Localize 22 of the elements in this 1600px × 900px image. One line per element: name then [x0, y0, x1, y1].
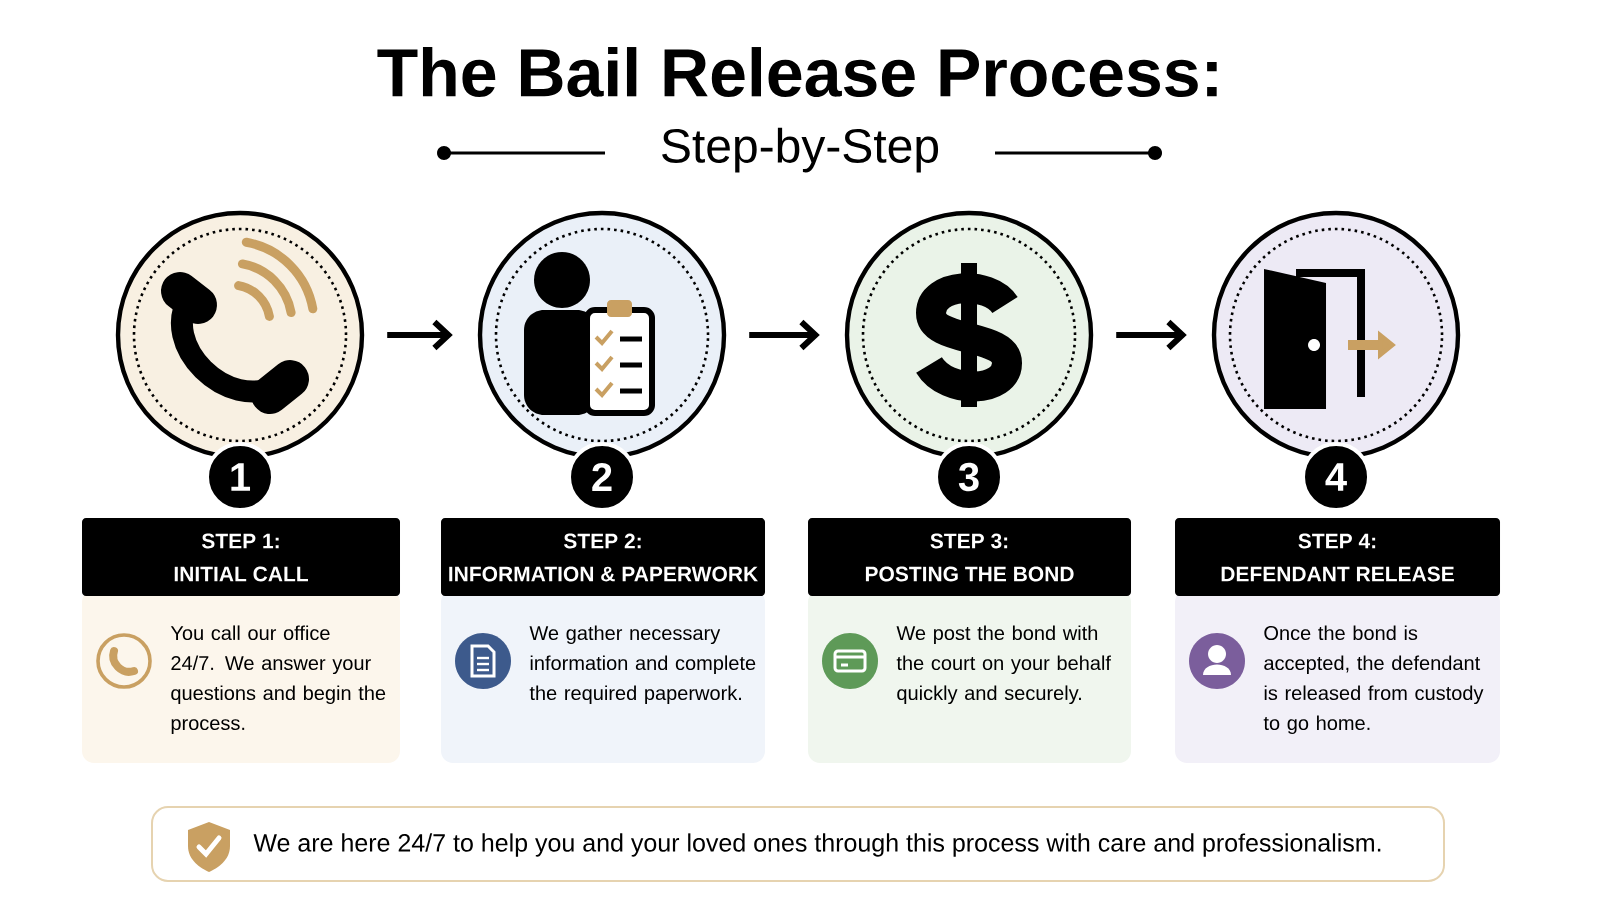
note-banner: We are here 24/7 to help you and your loved ones through this process with care and professionalism.: [151, 806, 1445, 882]
arrow: [1116, 319, 1187, 351]
node-label: STEP 4:: [1298, 533, 1376, 549]
node-label: STEP 3:: [930, 533, 1008, 549]
subtitle: Step-by-Step: [662, 127, 939, 173]
number-badge: 2: [567, 442, 637, 512]
node-label: DEFENDANT RELEASE: [1221, 566, 1454, 582]
arrow: [749, 319, 820, 351]
number-badge: 1: [205, 442, 275, 512]
step-card: STEP 3: POSTING THE BOND We post the bond with the court on your behalf quickly and securely.: [808, 518, 1131, 763]
step-card: STEP 4: DEFENDANT RELEASE Once the bond is accepted, the defendant is released from custody to go home.: [1175, 518, 1500, 763]
node-label: STEP 1:: [201, 533, 279, 549]
node-label: STEP 2:: [563, 533, 641, 549]
node-label: POSTING THE BOND: [865, 566, 1074, 582]
number-badge: 3: [934, 442, 1004, 512]
number-badge: 4: [1301, 442, 1371, 512]
title: The Bail Release Process:: [377, 47, 1217, 97]
node-label: INITIAL CALL: [174, 566, 308, 582]
arrow: [387, 319, 453, 351]
node-label: INFORMATION & PAPERWORK: [449, 566, 758, 582]
step-card: STEP 2: INFORMATION & PAPERWORK We gather necessary information and complete the required paperwork.: [441, 518, 765, 763]
step-card: STEP 1: INITIAL CALL You call our office 24/7. We answer your questions and begin the process.: [82, 518, 400, 763]
